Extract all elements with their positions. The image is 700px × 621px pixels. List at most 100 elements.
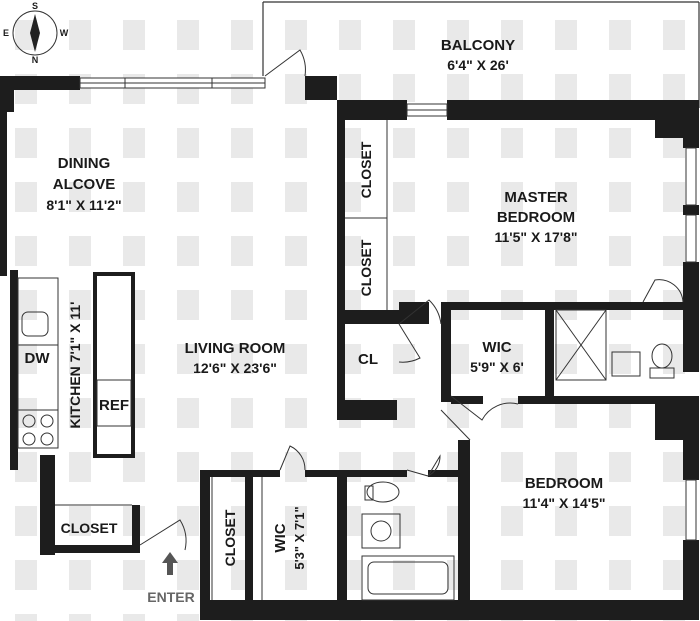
watermark-tile [501, 452, 523, 482]
watermark-tile [393, 182, 415, 212]
watermark-tile [69, 20, 91, 50]
watermark-tile [177, 20, 199, 50]
watermark-tile [231, 20, 253, 50]
compass-s: S [32, 1, 38, 11]
watermark-tile [285, 398, 307, 428]
watermark-tile [15, 344, 37, 374]
watermark-tile [501, 20, 523, 50]
watermark-tile [609, 182, 631, 212]
watermark-tile [555, 452, 577, 482]
watermark-tile [393, 74, 415, 104]
watermark-tile [123, 128, 145, 158]
dining-name-1: DINING [58, 155, 111, 172]
watermark-tile [501, 182, 523, 212]
watermark-tile [447, 128, 469, 158]
watermark-tile [231, 128, 253, 158]
room-labels: BALCONY 6'4" X 26' DINING ALCOVE 8'1" X … [25, 37, 606, 605]
doors [139, 49, 684, 551]
watermark-tile [285, 506, 307, 536]
kitchen-label: KITCHEN 7'1" X 11' [67, 302, 83, 429]
watermark-tile [609, 452, 631, 482]
watermark-tile [15, 398, 37, 428]
watermark-tile [69, 128, 91, 158]
closet-hall-label: CLOSET [222, 509, 238, 566]
compass-e: E [3, 28, 9, 38]
watermark-tile [501, 506, 523, 536]
wic-shelves [55, 477, 263, 600]
watermark-tile [177, 614, 199, 621]
watermark-tile [123, 560, 145, 590]
watermark-tile [609, 506, 631, 536]
watermark-tile [663, 74, 685, 104]
living-name: LIVING ROOM [185, 340, 286, 357]
watermark-tile [123, 452, 145, 482]
compass-n: N [32, 55, 39, 65]
watermark-tile [501, 398, 523, 428]
watermark-tile [285, 236, 307, 266]
living-dims: 12'6" X 23'6" [193, 360, 277, 376]
watermark-tile [447, 236, 469, 266]
watermark-tile [555, 344, 577, 374]
watermark-tile [339, 74, 361, 104]
watermark-tile [555, 182, 577, 212]
watermark-pattern [15, 20, 685, 621]
watermark-tile [177, 344, 199, 374]
watermark-tile [663, 344, 685, 374]
watermark-tile [501, 560, 523, 590]
watermark-tile [555, 560, 577, 590]
watermark-tile [177, 236, 199, 266]
watermark-tile [609, 236, 631, 266]
watermark-tile [69, 344, 91, 374]
watermark-tile [663, 20, 685, 50]
watermark-tile [177, 128, 199, 158]
watermark-tile [285, 182, 307, 212]
watermark-tile [231, 398, 253, 428]
dw-label: DW [25, 350, 51, 367]
watermark-tile [393, 398, 415, 428]
watermark-tile [393, 236, 415, 266]
watermark-tile [609, 74, 631, 104]
watermark-tile [231, 290, 253, 320]
watermark-tile [177, 452, 199, 482]
watermark-tile [285, 20, 307, 50]
bedroom-name: BEDROOM [525, 475, 603, 492]
watermark-tile [339, 20, 361, 50]
master-name-1: MASTER [504, 189, 568, 206]
watermark-tile [555, 506, 577, 536]
watermark-tile [285, 452, 307, 482]
watermark-tile [177, 182, 199, 212]
watermark-tile [285, 344, 307, 374]
watermark-tile [609, 560, 631, 590]
watermark-tile [393, 20, 415, 50]
watermark-tile [447, 20, 469, 50]
closet-entry-label: CLOSET [61, 520, 118, 536]
wic-master-dims: 5'9" X 6' [470, 359, 524, 375]
watermark-tile [69, 398, 91, 428]
kitchen-counter [17, 277, 132, 449]
closet-lower-label: CLOSET [358, 239, 374, 296]
windows [79, 77, 697, 541]
watermark-tile [447, 344, 469, 374]
watermark-tile [555, 398, 577, 428]
watermark-tile [15, 182, 37, 212]
bath-fixtures [361, 309, 675, 601]
watermark-tile [609, 398, 631, 428]
watermark-tile [69, 290, 91, 320]
compass-w: W [60, 28, 69, 38]
watermark-tile [555, 74, 577, 104]
master-name-2: BEDROOM [497, 209, 575, 226]
watermark-tile [177, 398, 199, 428]
enter-label: ENTER [147, 589, 194, 605]
watermark-tile [15, 452, 37, 482]
watermark-tile [501, 128, 523, 158]
balcony-outline [262, 1, 700, 108]
watermark-tile [15, 560, 37, 590]
watermark-tile [15, 506, 37, 536]
watermark-tile [447, 74, 469, 104]
watermark-tile [69, 506, 91, 536]
watermark-tile [501, 74, 523, 104]
watermark-tile [393, 128, 415, 158]
watermark-tile [177, 290, 199, 320]
watermark-tile [123, 614, 145, 621]
watermark-tile [15, 128, 37, 158]
